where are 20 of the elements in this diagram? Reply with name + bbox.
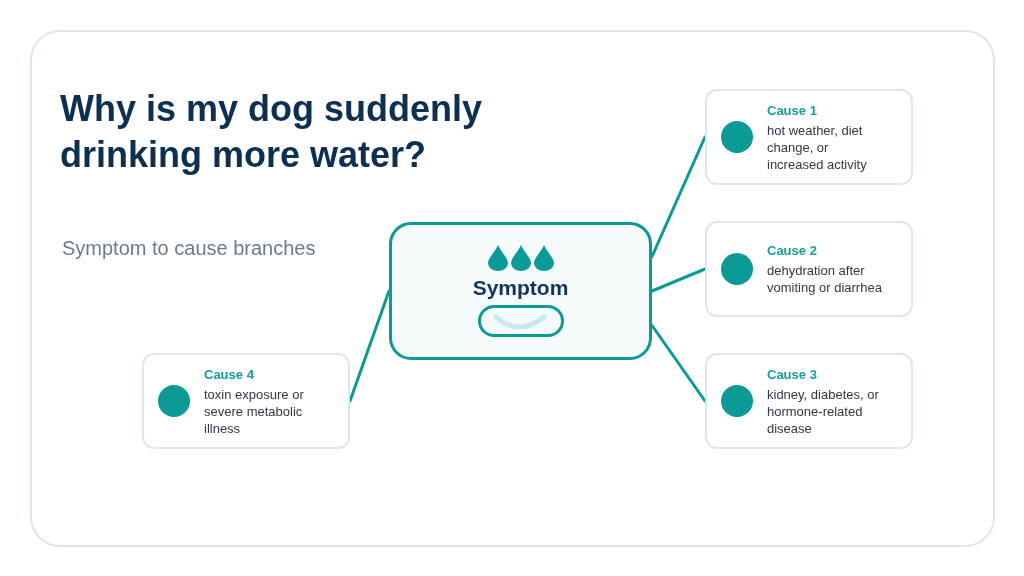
card-text: dehydration after vomiting or diarrhea [767, 262, 883, 296]
cause-card [705, 353, 913, 449]
subtitle: Symptom to cause branches [62, 236, 316, 260]
card-heading: Cause 1 [767, 101, 818, 119]
connector-line [348, 289, 391, 403]
connector-line [650, 324, 707, 403]
symptom-heading: Symptom [472, 275, 569, 301]
connector-line [650, 267, 707, 293]
card-heading: Cause 4 [204, 365, 255, 383]
cause-card [705, 221, 913, 317]
symptom-box [389, 222, 652, 360]
cause-card [142, 353, 350, 449]
cause-card [705, 89, 913, 185]
card-text: toxin exposure or severe metabolic illness [204, 385, 305, 437]
title: Why is my dog suddenly drinking more water? [60, 87, 484, 177]
card-heading: Cause 2 [767, 242, 818, 259]
card-text: kidney, diabetes, or hormone-related disease [767, 385, 880, 437]
card-text: hot weather, diet change, or increased activity [767, 121, 868, 173]
connector-line [650, 135, 707, 258]
card-heading: Cause 3 [767, 365, 818, 383]
